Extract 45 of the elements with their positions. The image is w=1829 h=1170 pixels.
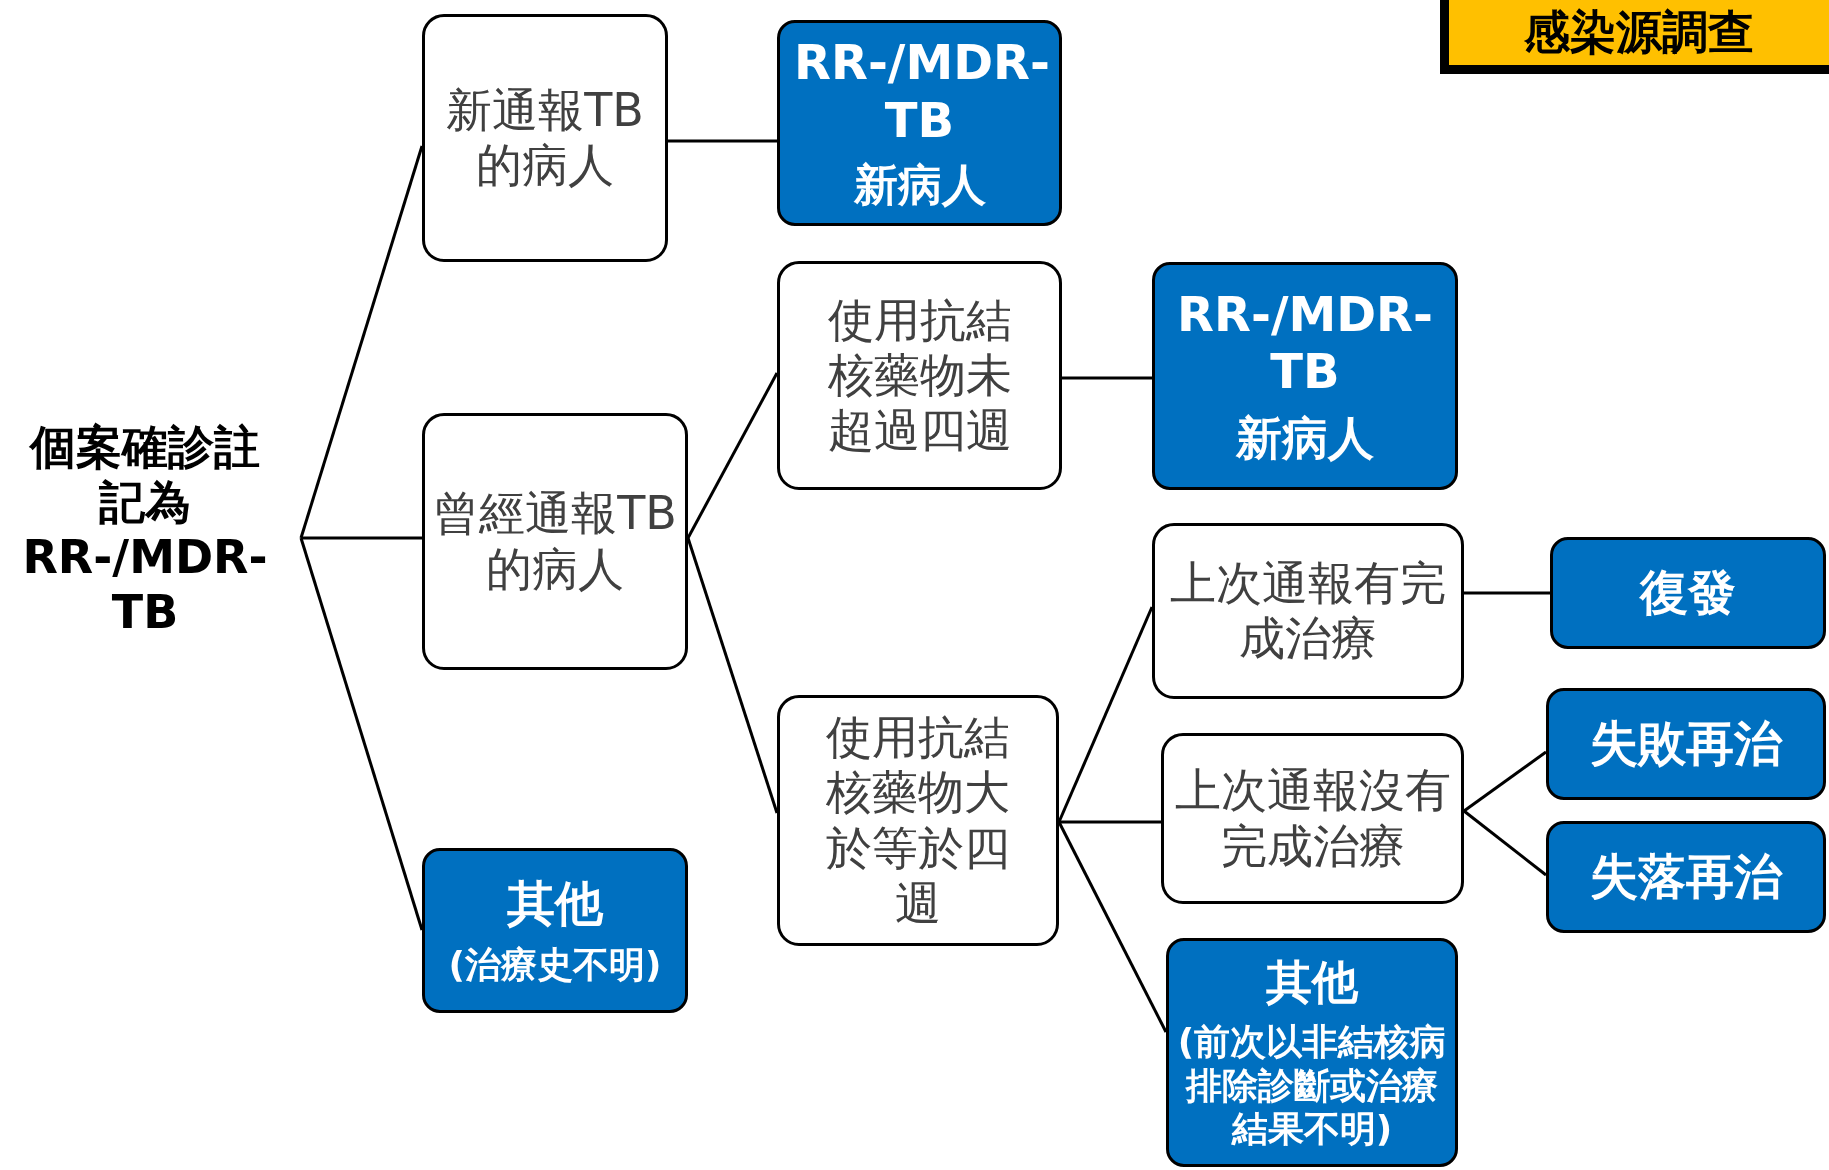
process-box — [777, 695, 1059, 946]
box-heading: 失落再治 — [1590, 848, 1782, 906]
category-box — [777, 20, 1062, 226]
connector-line — [1057, 606, 1154, 823]
category-box — [422, 848, 688, 1013]
box-heading: 曾經通報TB的病人 — [433, 486, 677, 597]
connector-line — [1057, 821, 1168, 1033]
connector-line — [1463, 750, 1547, 813]
box-heading: 使用抗結核藥物未超過四週 — [826, 292, 1013, 459]
category-box — [1152, 262, 1458, 490]
box-heading: 上次通報有完成治療 — [1169, 555, 1447, 667]
connector-line — [668, 139, 777, 143]
connector-line — [1059, 820, 1161, 824]
connector-line — [686, 372, 779, 539]
connector-line — [301, 536, 422, 540]
connector-line — [299, 145, 424, 539]
box-heading: RR-/MDR-TB — [1176, 285, 1434, 401]
box-subtext: 新病人 — [853, 159, 986, 212]
connector-line — [1062, 376, 1152, 380]
box-heading: 復發 — [1640, 564, 1736, 622]
root-label: 個案確診註記為RR-/MDR-TB — [21, 419, 269, 641]
banner-box — [1440, 0, 1829, 74]
process-box — [422, 413, 688, 670]
box-heading: 上次通報沒有完成治療 — [1173, 763, 1452, 874]
category-box — [1166, 938, 1458, 1167]
box-heading: 其他 — [507, 875, 603, 933]
connector-line — [299, 537, 424, 931]
process-box — [1161, 733, 1464, 904]
box-subtext: 新病人 — [1236, 411, 1374, 467]
box-subtext: (前次以非結核病排除診斷或治療結果不明) — [1177, 1020, 1447, 1150]
box-heading: 失敗再治 — [1590, 715, 1782, 773]
box-heading: 新通報TB的病人 — [445, 82, 645, 194]
process-box — [422, 14, 668, 262]
category-box — [1546, 821, 1826, 933]
box-heading: 其他 — [1266, 955, 1358, 1011]
category-box — [1550, 537, 1826, 649]
category-box — [1546, 688, 1826, 800]
connector-line — [686, 537, 779, 814]
connector-line — [1463, 809, 1547, 877]
process-box — [777, 261, 1062, 490]
process-box — [1152, 523, 1464, 699]
box-subtext: (治療史不明) — [448, 942, 662, 986]
connector-line — [1464, 591, 1550, 595]
box-heading: 使用抗結核藥物大於等於四週 — [825, 710, 1011, 931]
box-heading: 感染源調查 — [1524, 4, 1754, 61]
